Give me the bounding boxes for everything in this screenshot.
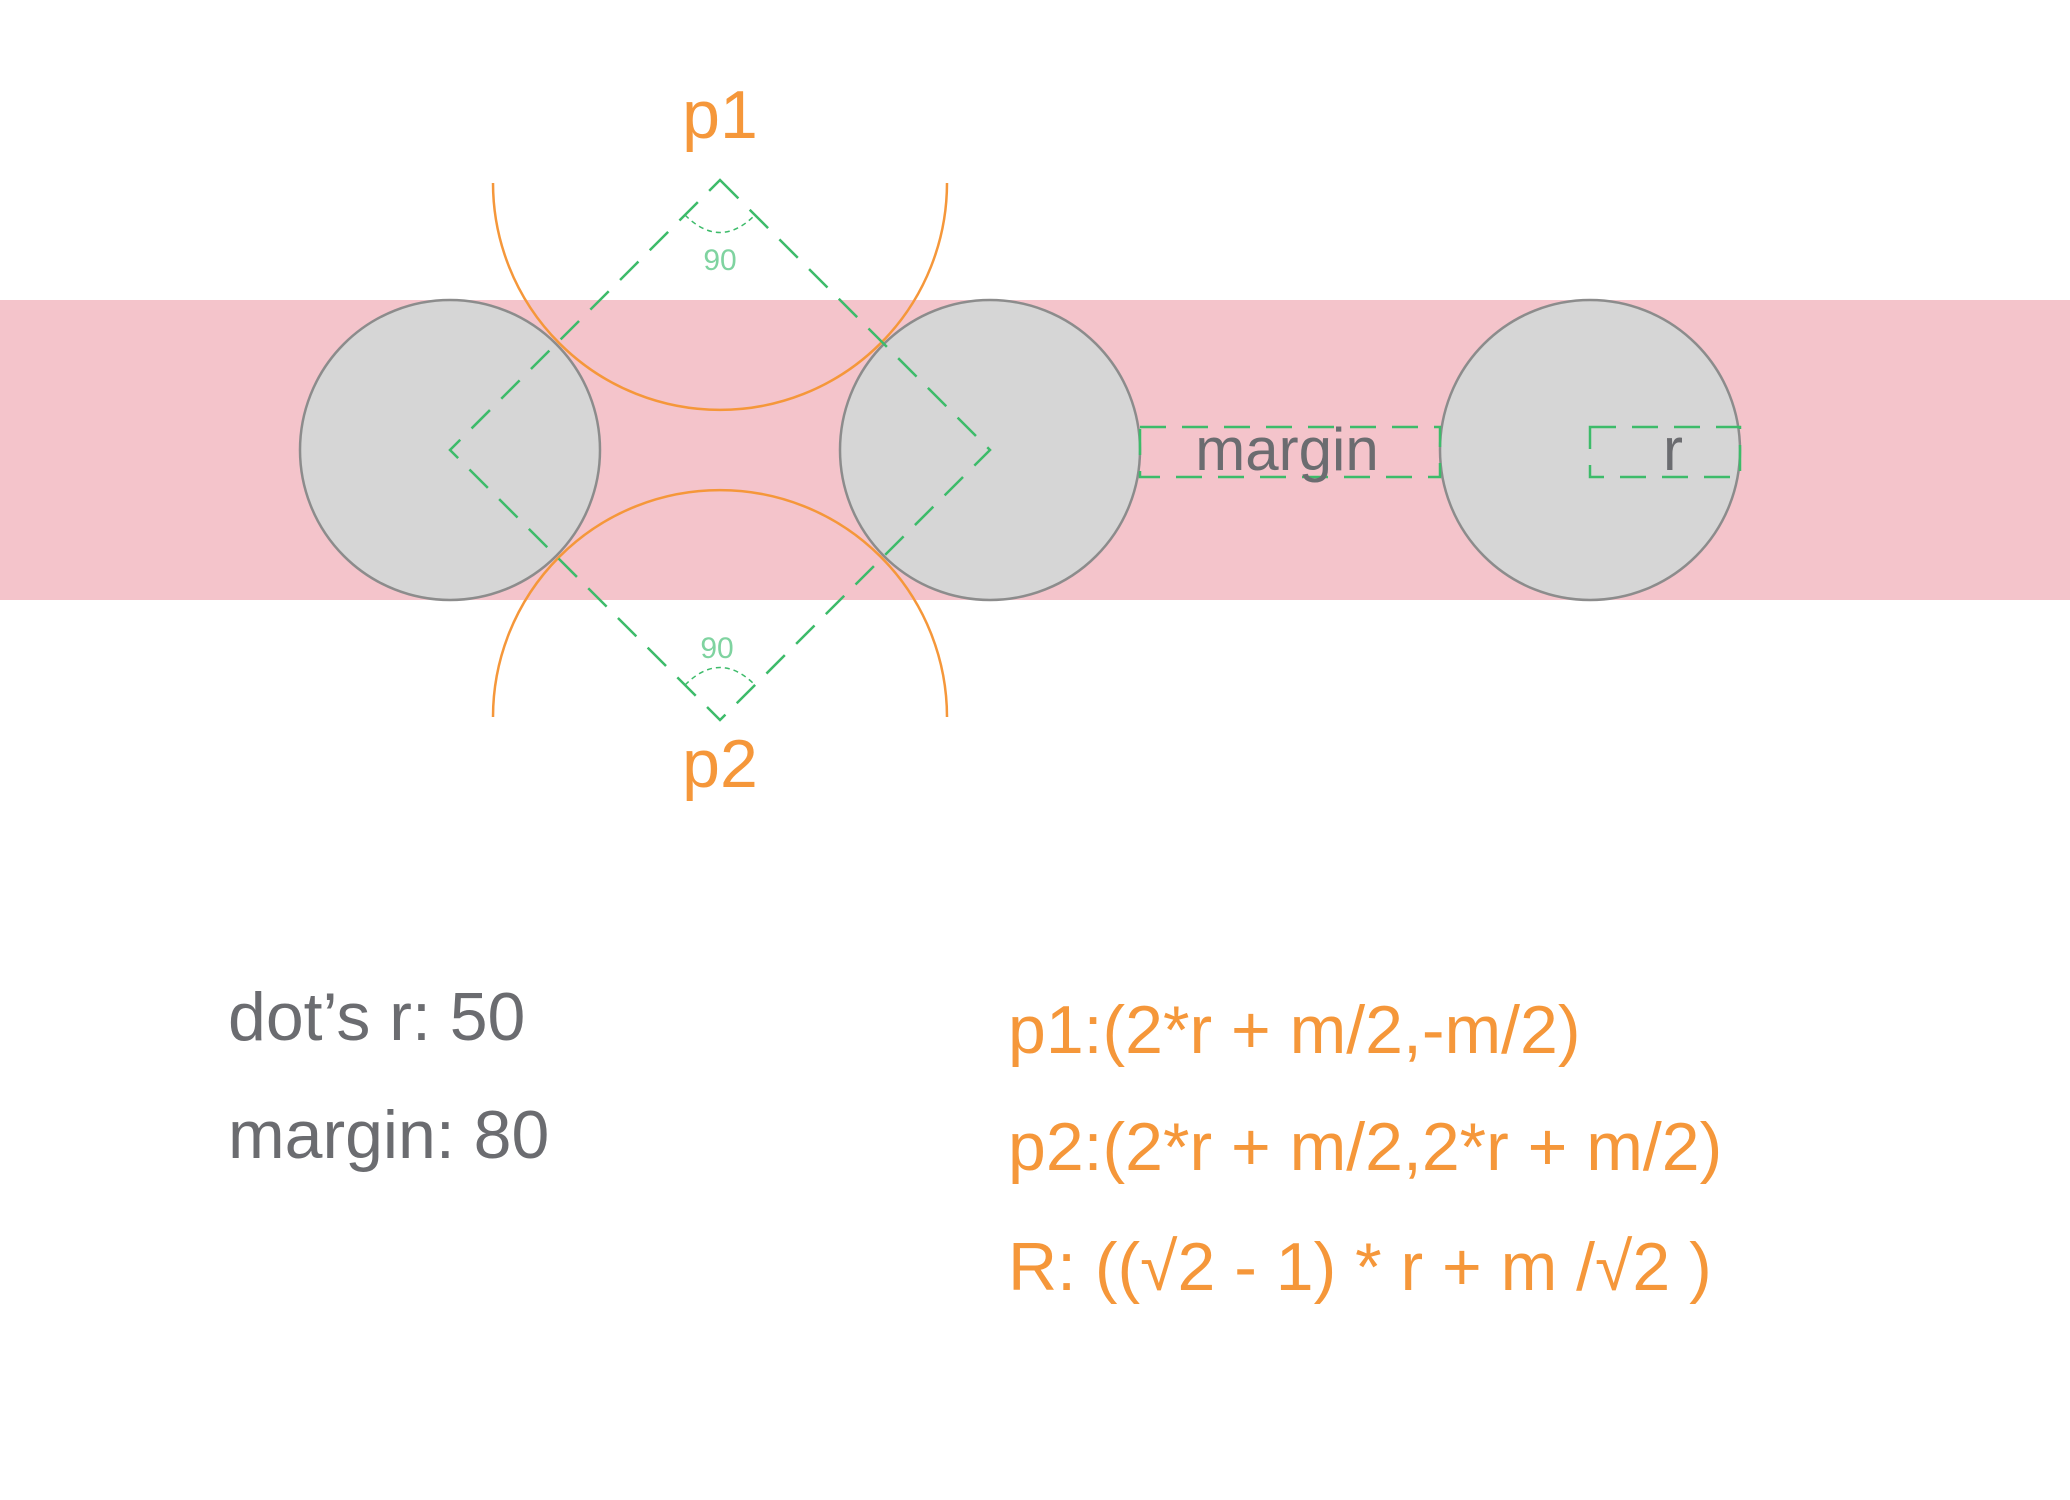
formula-R: R: ((√2 - 1) * r + m /√2 ) (1008, 1229, 1712, 1305)
label-p2: p2 (682, 726, 758, 802)
construction-diamond (448, 178, 992, 722)
margin-dimension (1138, 425, 1442, 479)
arc-top (491, 182, 949, 412)
angle-arc-top (684, 214, 756, 234)
formula-p2: p2:(2*r + m/2,2*r + m/2) (1008, 1109, 1722, 1185)
angle-label-bottom: 90 (700, 632, 733, 665)
label-r: r (1663, 416, 1683, 483)
angle-arc-bottom (684, 666, 756, 686)
param-margin: margin: 80 (228, 1097, 549, 1173)
formula-p1: p1:(2*r + m/2,-m/2) (1008, 992, 1581, 1068)
angle-label-top: 90 (703, 244, 736, 277)
arc-bottom (491, 488, 949, 718)
label-margin: margin (1195, 416, 1378, 483)
radius-dimension (1588, 425, 1742, 479)
dot-3 (1438, 298, 1742, 602)
label-p1: p1 (682, 77, 758, 153)
param-radius: dot’s r: 50 (228, 979, 525, 1055)
